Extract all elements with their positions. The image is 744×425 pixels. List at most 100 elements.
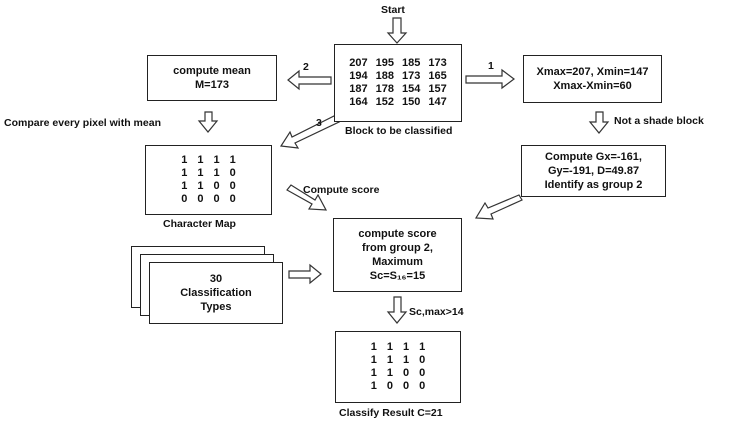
matrix-cell: 1	[229, 154, 236, 166]
score-box-line3: Maximum	[372, 256, 423, 268]
compute-score-label: Compute score	[303, 184, 380, 196]
arrow-label-3: 3	[316, 117, 322, 129]
matrix-row: 187 178 154 157	[345, 83, 450, 96]
matrix-cell: 1	[419, 341, 426, 353]
matrix-cell: 188	[375, 70, 394, 82]
matrix-cell: 1	[181, 154, 188, 166]
matrix-cell: 0	[229, 180, 236, 192]
matrix-cell: 0	[386, 380, 393, 392]
matrix-cell: 154	[402, 83, 421, 95]
gradient-box-line1: Compute Gx=-161,	[545, 151, 642, 163]
gradient-box: Compute Gx=-161, Gy=-191, D=49.87 Identi…	[521, 145, 666, 197]
matrix-cell: 0	[403, 380, 410, 392]
arrow-types-to-score	[288, 263, 322, 285]
matrix-cell: 1	[370, 341, 377, 353]
arrow-start-down	[386, 17, 408, 44]
matrix-cell: 1	[386, 354, 393, 366]
mean-box-line1: compute mean	[173, 65, 251, 77]
range-box-line2: Xmax-Xmin=60	[553, 80, 632, 92]
arrow-label-1: 1	[488, 60, 494, 72]
matrix-cell: 173	[428, 57, 447, 69]
mean-box: compute mean M=173	[147, 55, 277, 101]
matrix-cell: 0	[403, 367, 410, 379]
matrix-cell: 157	[428, 83, 447, 95]
types-box-line1: 30	[209, 273, 223, 285]
score-box-line1: compute score	[358, 228, 437, 240]
matrix-cell: 1	[403, 341, 410, 353]
compare-label: Compare every pixel with mean	[4, 117, 161, 129]
matrix-cell: 207	[349, 57, 368, 69]
matrix-cell: 194	[349, 70, 368, 82]
score-box-line4: Sc=S₁₆=15	[369, 270, 426, 282]
arrow-grad-to-score	[474, 194, 523, 220]
sc-max-label: Sc,max>14	[409, 306, 464, 318]
arrow-map-to-score	[286, 184, 328, 211]
matrix-cell: 0	[419, 354, 426, 366]
matrix-cell: 1	[403, 354, 410, 366]
range-box-line1: Xmax=207, Xmin=147	[536, 66, 649, 78]
matrix-cell: 152	[375, 96, 394, 108]
arrow-to-range	[465, 68, 515, 90]
gradient-box-line2: Gy=-191, D=49.87	[547, 165, 640, 177]
arrow-mean-down	[197, 111, 219, 133]
matrix-cell: 1	[181, 180, 188, 192]
mean-box-line2: M=173	[195, 79, 229, 91]
matrix-cell: 165	[428, 70, 447, 82]
matrix-cell: 1	[370, 367, 377, 379]
matrix-cell: 173	[402, 70, 421, 82]
start-label: Start	[381, 4, 405, 16]
arrow-score-down	[386, 296, 408, 324]
matrix-row: 164 152 150 147	[345, 96, 450, 109]
not-shade-label: Not a shade block	[614, 115, 704, 127]
matrix-cell: 0	[229, 193, 236, 205]
matrix-cell: 0	[229, 167, 236, 179]
matrix-row: 194 188 173 165	[345, 70, 450, 83]
types-box: 30 Classification Types	[149, 262, 283, 324]
matrix-cell: 150	[402, 96, 421, 108]
arrow-range-down	[588, 111, 610, 134]
matrix-cell: 187	[349, 83, 368, 95]
matrix-cell: 1	[213, 167, 220, 179]
arrow-to-mean	[287, 69, 332, 91]
matrix-cell: 147	[428, 96, 447, 108]
matrix-cell: 1	[197, 180, 204, 192]
matrix-cell: 0	[181, 193, 188, 205]
matrix-cell: 1	[213, 154, 220, 166]
matrix-cell: 1	[386, 367, 393, 379]
matrix-cell: 0	[213, 193, 220, 205]
character-map-caption: Character Map	[163, 218, 236, 230]
matrix-cell: 0	[213, 180, 220, 192]
arrow-block-to-map	[279, 115, 340, 149]
types-box-line3: Types	[200, 301, 232, 313]
matrix-cell: 1	[181, 167, 188, 179]
matrix-cell: 0	[197, 193, 204, 205]
arrow-label-2: 2	[303, 61, 309, 73]
score-box-line2: from group 2,	[362, 242, 433, 254]
score-box: compute score from group 2, Maximum Sc=S…	[333, 218, 462, 292]
matrix-cell: 164	[349, 96, 368, 108]
gradient-box-line3: Identify as group 2	[544, 179, 643, 191]
result-caption: Classify Result C=21	[339, 407, 443, 419]
matrix-cell: 178	[375, 83, 394, 95]
matrix-cell: 1	[370, 380, 377, 392]
range-box: Xmax=207, Xmin=147 Xmax-Xmin=60	[523, 55, 662, 103]
types-box-line2: Classification	[180, 287, 252, 299]
matrix-cell: 0	[419, 380, 426, 392]
block-caption: Block to be classified	[345, 125, 453, 137]
matrix-cell: 1	[370, 354, 377, 366]
